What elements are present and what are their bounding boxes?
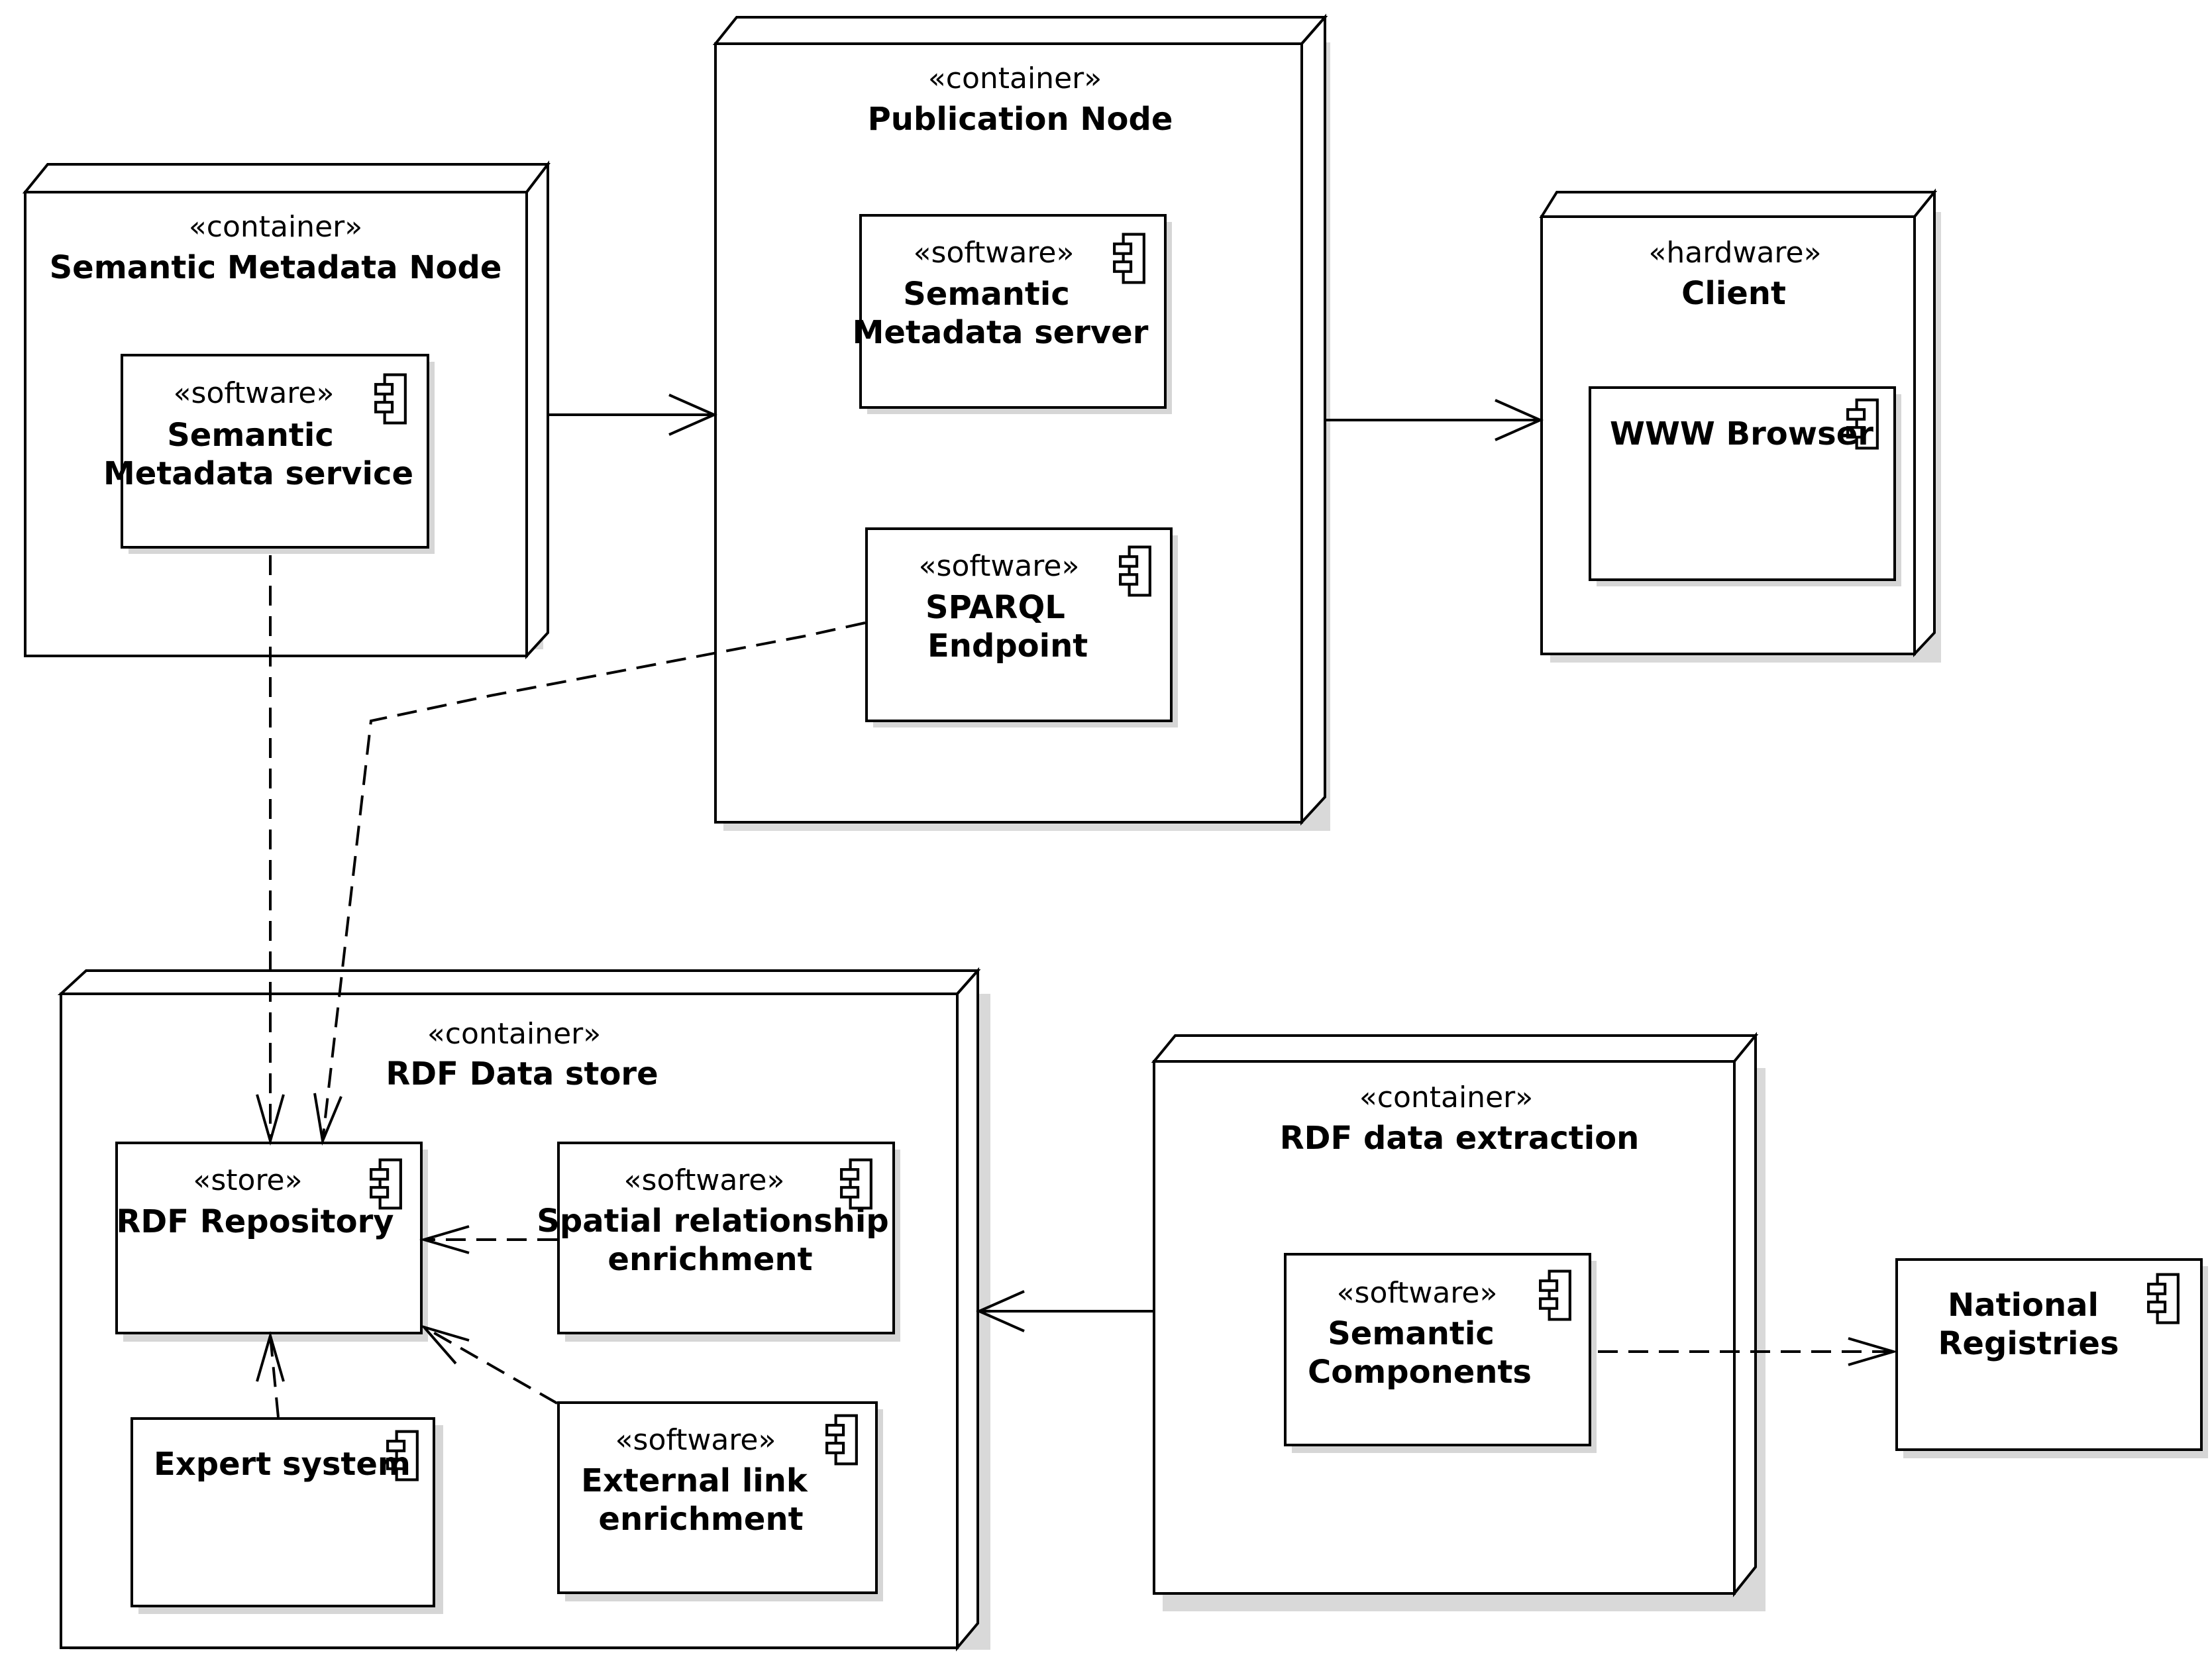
component-name-line1: Spatial relationship — [537, 1203, 888, 1240]
component-stereotype: «software» — [914, 236, 1075, 270]
component-semantic-components[interactable]: «software» Semantic Components — [1284, 1253, 1597, 1453]
component-stereotype: «software» — [1337, 1276, 1498, 1310]
component-stereotype: «software» — [919, 549, 1080, 583]
component-name-line1: External link — [581, 1462, 808, 1499]
node-title: RDF Data store — [386, 1055, 658, 1093]
component-national-registries[interactable]: National Registries — [1895, 1258, 2208, 1458]
node-stereotype: «container» — [1359, 1081, 1533, 1114]
dependency-service-to-repository — [256, 555, 285, 1146]
component-rdf-repository[interactable]: «store» RDF Repository — [115, 1142, 428, 1342]
node-title: Client — [1681, 275, 1786, 312]
component-name-line1: WWW Browser — [1610, 415, 1873, 453]
node-stereotype: «hardware» — [1648, 236, 1821, 270]
component-stereotype: «software» — [174, 376, 335, 410]
node-stereotype: «container» — [427, 1017, 601, 1051]
node-publication: «container» Publication Node — [712, 13, 1330, 831]
association-extraction-to-data-store — [976, 1290, 1154, 1332]
component-external-link-enrichment[interactable]: «software» External link enrichment — [557, 1401, 883, 1601]
dependency-spatial-to-repository — [419, 1225, 557, 1254]
component-stereotype: «store» — [193, 1163, 302, 1197]
component-name-line1: SPARQL — [925, 589, 1065, 626]
node-stereotype: «container» — [928, 62, 1102, 95]
component-name-line2: enrichment — [598, 1501, 803, 1538]
component-name-line2: Registries — [1938, 1325, 2119, 1362]
component-name-line1: Semantic — [167, 417, 334, 454]
association-semantic-metadata-to-publication — [548, 394, 717, 436]
component-spatial-relationship-enrichment[interactable]: «software» Spatial relationship enrichme… — [537, 1142, 900, 1342]
component-name-line2: Endpoint — [927, 627, 1088, 665]
dependency-expert-to-repository — [256, 1330, 285, 1418]
component-name-line1: Expert system — [154, 1446, 411, 1483]
component-expert-system[interactable]: Expert system — [131, 1417, 443, 1614]
dependency-components-to-registries — [1598, 1337, 1899, 1366]
component-semantic-metadata-service[interactable]: «software» Semantic Metadata service — [103, 354, 435, 554]
component-name-line1: Semantic — [903, 276, 1070, 313]
node-title: Publication Node — [868, 101, 1173, 138]
node-title: Semantic Metadata Node — [50, 249, 502, 286]
component-name-line1: RDF Repository — [116, 1203, 394, 1240]
component-name-line2: enrichment — [607, 1241, 812, 1278]
dependency-external-to-repository — [419, 1324, 558, 1405]
component-semantic-metadata-server[interactable]: «software» Semantic Metadata server — [853, 214, 1172, 414]
node-stereotype: «container» — [189, 210, 362, 244]
component-stereotype: «software» — [615, 1423, 776, 1457]
component-name-line2: Metadata service — [103, 455, 413, 492]
component-sparql-endpoint[interactable]: «software» SPARQL Endpoint — [865, 527, 1178, 727]
association-publication-to-client — [1325, 399, 1544, 441]
component-stereotype: «software» — [624, 1163, 785, 1197]
node-title: RDF data extraction — [1280, 1120, 1640, 1157]
dependency-sparql-to-repository — [313, 621, 866, 1146]
component-name-line2: Components — [1308, 1354, 1532, 1391]
component-name-line2: Metadata server — [853, 314, 1149, 351]
component-name-line1: National — [1948, 1287, 2099, 1324]
component-name-line1: Semantic — [1328, 1315, 1495, 1352]
component-www-browser[interactable]: WWW Browser — [1589, 386, 1901, 586]
